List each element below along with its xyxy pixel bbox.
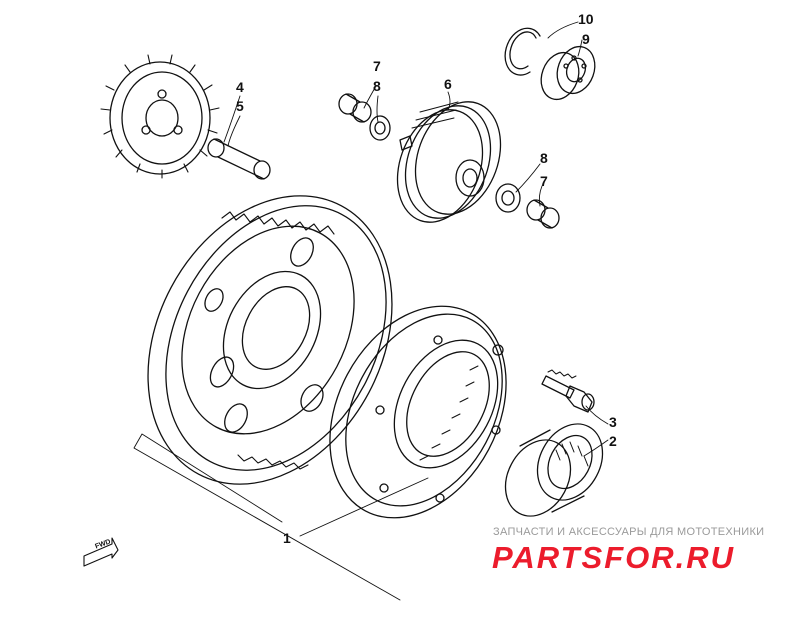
forward-arrow-icon [83, 537, 119, 567]
watermark-caption: ЗАПЧАСТИ И АКСЕССУАРЫ ДЛЯ МОТОТЕХНИКИ [493, 526, 765, 538]
starter-clutch-housing [329, 305, 507, 519]
circlip [504, 27, 541, 76]
bushing-upper [338, 93, 372, 123]
callout-2: 2 [609, 433, 617, 449]
ball-bearing [540, 45, 596, 101]
watermark-logo: PARTSFOR.RU [492, 540, 736, 575]
callout-3: 3 [609, 414, 617, 430]
washer-upper [369, 115, 391, 141]
idler-gear [100, 54, 220, 179]
callout-9: 9 [582, 31, 590, 47]
callout-8-lower: 8 [540, 150, 548, 166]
washer-lower [495, 183, 521, 213]
callout-7-lower: 7 [540, 173, 548, 189]
callout-4: 4 [236, 79, 244, 95]
reduction-gear-assembly [396, 101, 502, 223]
bolt [541, 369, 595, 413]
callout-7-upper: 7 [373, 58, 381, 74]
callout-1: 1 [283, 530, 291, 546]
bushing-lower [526, 199, 560, 229]
leader-lines [133, 21, 609, 601]
callout-5: 5 [236, 98, 244, 114]
needle-bearing [504, 423, 604, 517]
callout-8-upper: 8 [373, 78, 381, 94]
idler-shaft [207, 138, 271, 180]
callout-6: 6 [444, 76, 452, 92]
callout-10: 10 [578, 11, 594, 27]
starter-driven-gear [147, 195, 393, 485]
